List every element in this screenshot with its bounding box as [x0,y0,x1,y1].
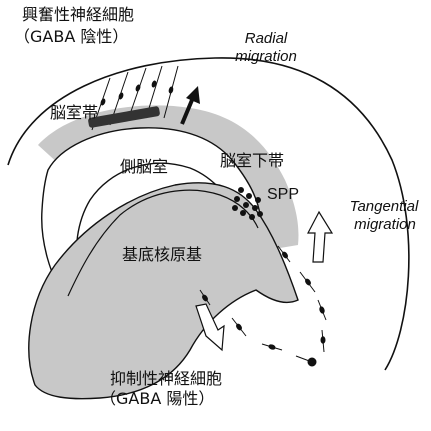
spp-label: SPP [267,186,300,203]
tangential-neurons [199,245,327,367]
tangential-migration-label: migration [354,216,416,233]
basal-ganglia-primordium [28,182,299,400]
radial-arrow [180,86,200,125]
gaba-negative-label: （GABA 陰性） [14,27,129,46]
vz-progenitors [88,106,160,128]
radial-migration-label: migration [235,48,297,65]
inhibitory-neuron-label: 抑制性神経細胞 [110,369,223,388]
tangential-arrows [195,210,334,352]
radial-label: Radial [244,30,288,47]
spp-cell-cluster [232,187,263,220]
subventricular-zone-label: 脳室下帯 [220,151,285,170]
basal-ganglia-label: 基底核原基 [122,245,203,264]
cortex-outline [7,57,410,371]
radial-neurons [100,80,174,106]
gaba-positive-label: （GABA 陽性） [100,389,215,408]
lateral-ventricle-label: 側脳室 [120,157,169,176]
ventricle-boundary-line [67,189,259,297]
tangential-label: Tangential [349,198,419,215]
ventricular-zone-label: 脳室帯 [50,103,99,122]
excitatory-neuron-label: 興奮性神経細胞 [22,5,135,24]
